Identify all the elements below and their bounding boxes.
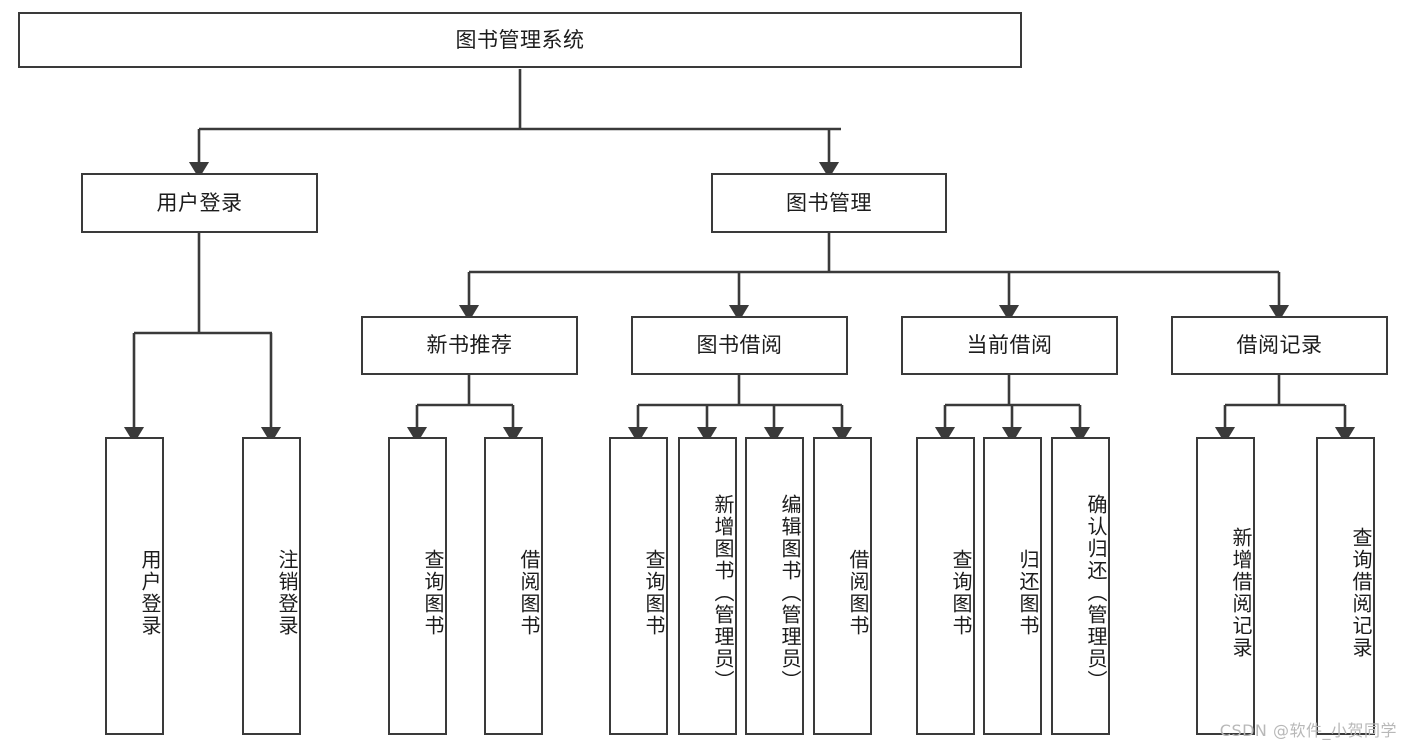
leaf-record-query[interactable]: 查询借阅记录 <box>1316 437 1375 735</box>
node-book-borrow[interactable]: 图书借阅 <box>631 316 848 375</box>
leaf-user-login-signout[interactable]: 注销登录 <box>242 437 301 735</box>
node-label: 借阅图书 <box>846 549 870 637</box>
leaf-record-add[interactable]: 新增借阅记录 <box>1196 437 1255 735</box>
leaf-borrow-query-book[interactable]: 查询图书 <box>609 437 668 735</box>
leaf-borrow-edit-book[interactable]: 编辑图书（管理员） <box>745 437 804 735</box>
node-label: 图书管理 <box>786 190 872 215</box>
node-label: 查询图书 <box>642 549 666 637</box>
leaf-borrow-lend-book[interactable]: 借阅图书 <box>813 437 872 735</box>
node-label: 用户登录 <box>156 190 243 215</box>
leaf-new-book-borrow[interactable]: 借阅图书 <box>484 437 543 735</box>
watermark-text: CSDN @软件_小贺同学 <box>1219 721 1397 740</box>
node-label: 注销登录 <box>275 549 299 637</box>
leaf-current-query-book[interactable]: 查询图书 <box>916 437 975 735</box>
node-label: 新增借阅记录 <box>1229 527 1253 659</box>
node-label: 查询图书 <box>949 549 973 637</box>
node-user-login[interactable]: 用户登录 <box>81 173 318 233</box>
node-label: 新增图书（管理员） <box>711 494 735 692</box>
node-label: 查询借阅记录 <box>1349 527 1373 659</box>
node-label: 借阅图书 <box>517 549 541 637</box>
node-label: 用户登录 <box>138 549 162 637</box>
node-borrow-record[interactable]: 借阅记录 <box>1171 316 1388 375</box>
node-label: 新书推荐 <box>426 333 513 358</box>
node-label: 图书管理系统 <box>455 27 585 52</box>
node-label: 图书借阅 <box>696 333 783 358</box>
node-label: 归还图书 <box>1016 549 1040 637</box>
leaf-borrow-add-book[interactable]: 新增图书（管理员） <box>678 437 737 735</box>
leaf-new-book-query[interactable]: 查询图书 <box>388 437 447 735</box>
node-book-management[interactable]: 图书管理 <box>711 173 947 233</box>
node-root-system[interactable]: 图书管理系统 <box>18 12 1022 68</box>
node-label: 编辑图书（管理员） <box>778 494 802 692</box>
node-current-borrow[interactable]: 当前借阅 <box>901 316 1118 375</box>
node-label: 借阅记录 <box>1236 333 1323 358</box>
node-label: 当前借阅 <box>966 333 1053 358</box>
leaf-current-confirm-return[interactable]: 确认归还（管理员） <box>1051 437 1110 735</box>
node-label: 确认归还（管理员） <box>1084 494 1108 692</box>
leaf-user-login-signin[interactable]: 用户登录 <box>105 437 164 735</box>
leaf-current-return-book[interactable]: 归还图书 <box>983 437 1042 735</box>
node-new-book-recommend[interactable]: 新书推荐 <box>361 316 578 375</box>
node-label: 查询图书 <box>421 549 445 637</box>
